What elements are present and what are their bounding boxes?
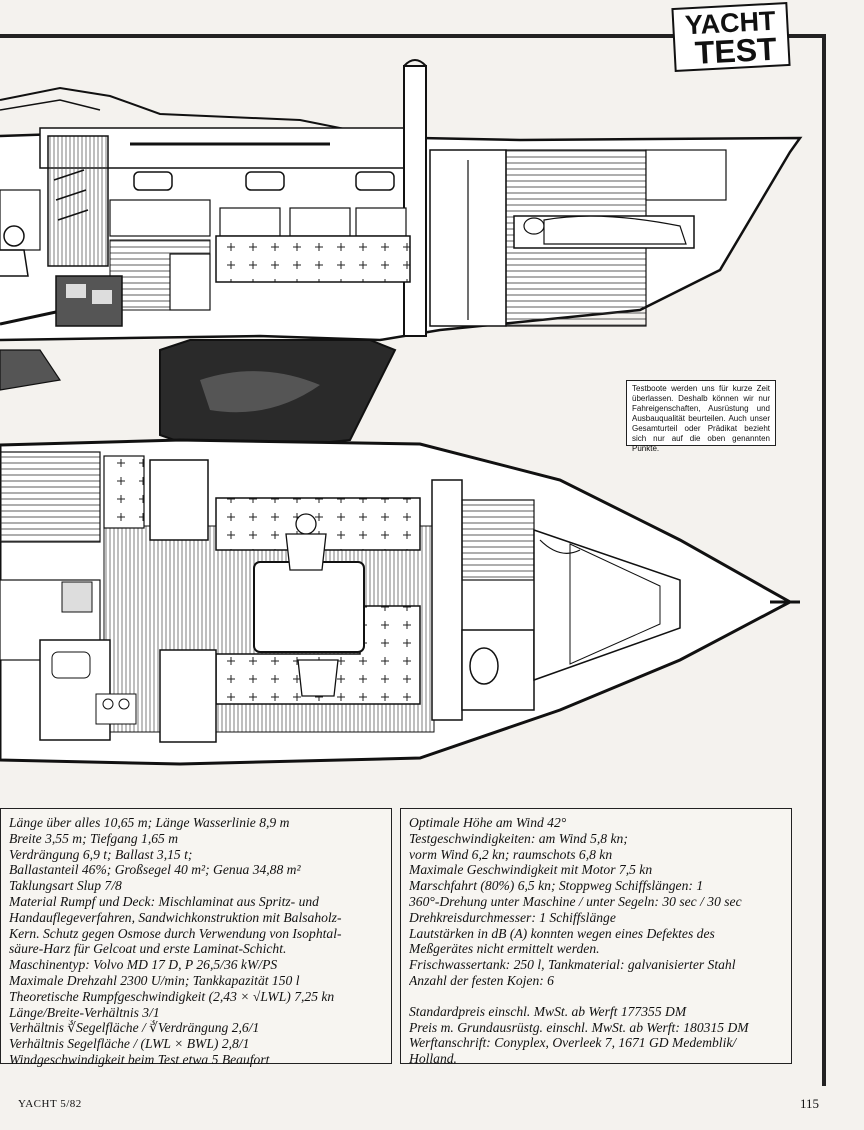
spec-line: Taklungsart Slup 7/8	[9, 878, 122, 894]
spec-line: Marschfahrt (80%) 6,5 kn; Stoppweg Schif…	[409, 878, 704, 894]
address-line: Werftanschrift: Conyplex, Overleek 7, 16…	[409, 1035, 737, 1051]
spec-line: Verdrängung 6,9 t; Ballast 3,15 t;	[9, 846, 193, 862]
specs-left-box: Länge über alles 10,65 m; Länge Wasserli…	[0, 808, 392, 1067]
spec-line: Maximale Drehzahl 2300 U/min; Tankkapazi…	[9, 972, 300, 988]
magazine-issue: YACHT 5/82	[18, 1098, 82, 1110]
page-number: 115	[800, 1096, 820, 1111]
spec-line: Testgeschwindigkeiten: am Wind 5,8 kn;	[409, 830, 628, 846]
badge-line1: YACHT	[684, 6, 776, 41]
yacht-test-badge: YACHT TEST	[670, 1, 791, 73]
spec-line: Optimale Höhe am Wind 42°	[409, 815, 567, 830]
spec-line: Anzahl der festen Kojen: 6	[409, 972, 554, 988]
spec-line: Lautstärken in dB (A) konnten wegen eine…	[409, 925, 715, 941]
boat-drawing	[0, 59, 803, 766]
spec-line: vorm Wind 6,2 kn; raumschots 6,8 kn	[409, 846, 613, 862]
address-line: Holland.	[409, 1051, 457, 1067]
badge-line2: TEST	[694, 31, 778, 71]
price-line: Standardpreis einschl. MwSt. ab Werft 17…	[409, 1003, 687, 1019]
spec-line: Ballastanteil 46%; Großsegel 40 m²; Genu…	[9, 862, 301, 878]
spec-line: Länge/Breite-Verhältnis 3/1	[9, 1004, 160, 1020]
spec-line: Drehkreisdurchmesser: 1 Schiffslänge	[409, 909, 616, 925]
deck-plan	[0, 438, 800, 766]
spec-line: Breite 3,55 m; Tiefgang 1,65 m	[9, 830, 179, 846]
spec-line: Länge über alles 10,65 m; Länge Wasserli…	[9, 815, 290, 830]
side-section	[0, 59, 803, 443]
spec-line: Windgeschwindigkeit beim Test etwa 5 Bea…	[9, 1051, 270, 1067]
specs-right-box: Optimale Höhe am Wind 42° Testgeschwindi…	[400, 808, 792, 1067]
spec-line: Meßgerätes nicht ermittelt werden.	[409, 941, 600, 957]
spec-line: Theoretische Rumpfgeschwindigkeit (2,43 …	[9, 988, 335, 1004]
spec-line: Verhältnis Segelfläche / (LWL × BWL) 2,8…	[9, 1036, 250, 1052]
spec-line: Verhältnis ∛Segelfläche / ∛Verdrängung 2…	[9, 1020, 260, 1036]
page-frame	[0, 34, 826, 1086]
spec-line: Maschinentyp: Volvo MD 17 D, P 26,5/36 k…	[9, 957, 278, 973]
price-line: Preis m. Grundausrüstg. einschl. MwSt. a…	[409, 1019, 749, 1035]
spec-line: Kern. Schutz gegen Osmose durch Verwendu…	[9, 925, 342, 941]
spec-line: säure-Harz für Gelcoat und erste Laminat…	[9, 941, 287, 957]
spec-line: Material Rumpf und Deck: Mischlaminat au…	[9, 893, 319, 909]
spacer	[409, 989, 783, 1004]
spec-line: Frischwassertank: 250 l, Tankmaterial: g…	[409, 957, 736, 973]
spec-line: Maximale Geschwindigkeit mit Motor 7,5 k…	[409, 862, 653, 878]
test-note: Testboote werden uns für kurze Zeit über…	[626, 380, 776, 453]
spec-line: Handauflegeverfahren, Sandwichkonstrukti…	[9, 909, 342, 925]
spec-line: 360°-Drehung unter Maschine / unter Sege…	[409, 893, 742, 909]
